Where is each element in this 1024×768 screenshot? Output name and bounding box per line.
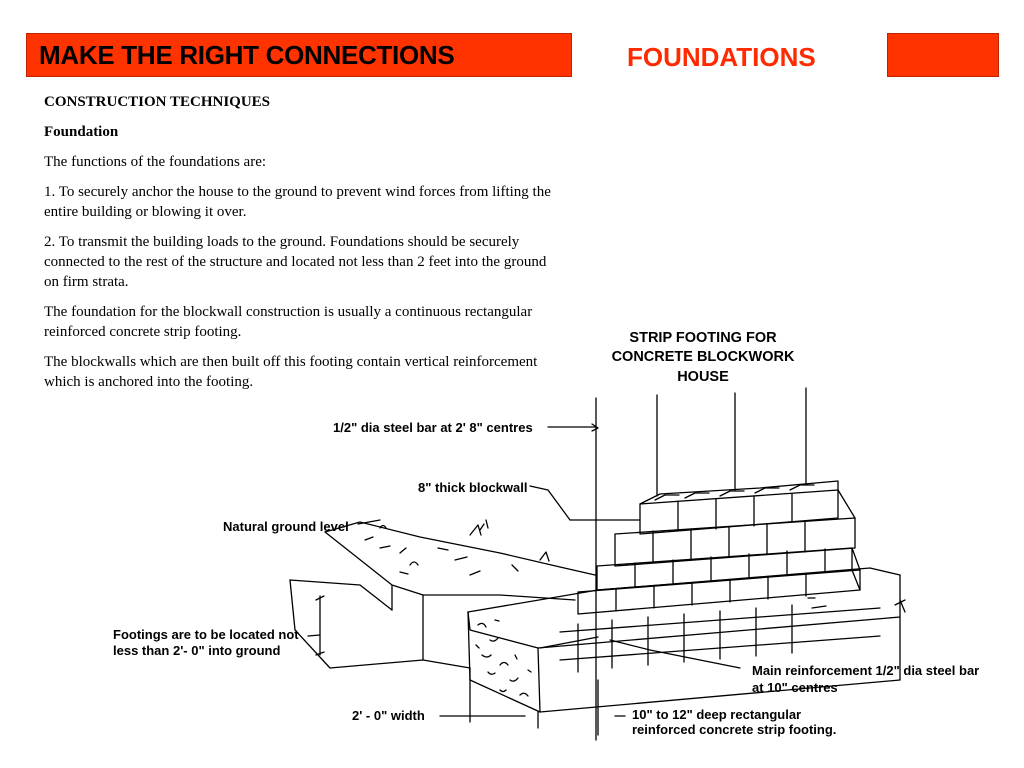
accent-box xyxy=(887,33,999,77)
point-1: 1. To securely anchor the house to the g… xyxy=(44,184,551,220)
content-heading: CONSTRUCTION TECHNIQUES xyxy=(44,94,271,110)
label-footing-depth-2: less than 2'- 0" into ground xyxy=(113,643,280,658)
label-blockwall: 8" thick blockwall xyxy=(418,480,527,495)
intro-paragraph: The functions of the foundations are: xyxy=(44,154,267,170)
label-deep-1: 10" to 12" deep rectangular xyxy=(632,707,801,722)
diagram-title-line-2: CONCRETE BLOCKWORK xyxy=(612,349,795,365)
slide-title: MAKE THE RIGHT CONNECTIONS xyxy=(39,40,455,70)
footing-paragraph: The foundation for the blockwall constru… xyxy=(44,304,533,340)
label-width: 2' - 0" width xyxy=(352,708,425,723)
blockwalls-paragraph: The blockwalls which are then built off … xyxy=(44,354,538,390)
section-title: FOUNDATIONS xyxy=(627,42,816,72)
label-ground-level: Natural ground level xyxy=(223,519,349,534)
point-2: 2. To transmit the building loads to the… xyxy=(44,234,547,290)
label-main-reinforcement-1: Main reinforcement 1/2" dia steel bar xyxy=(752,663,979,678)
label-footing-depth-1: Footings are to be located not xyxy=(113,627,299,642)
label-steel-bar: 1/2" dia steel bar at 2' 8" centres xyxy=(333,420,533,435)
label-main-reinforcement-2: at 10" centres xyxy=(752,680,838,695)
title-banner: MAKE THE RIGHT CONNECTIONS xyxy=(26,33,572,77)
label-deep-2: reinforced concrete strip footing. xyxy=(632,722,836,737)
diagram-title-line-1: STRIP FOOTING FOR xyxy=(629,330,777,346)
diagram-title-line-3: HOUSE xyxy=(677,369,729,385)
content-subheading: Foundation xyxy=(44,124,119,140)
body-text: CONSTRUCTION TECHNIQUES Foundation The f… xyxy=(44,92,559,402)
